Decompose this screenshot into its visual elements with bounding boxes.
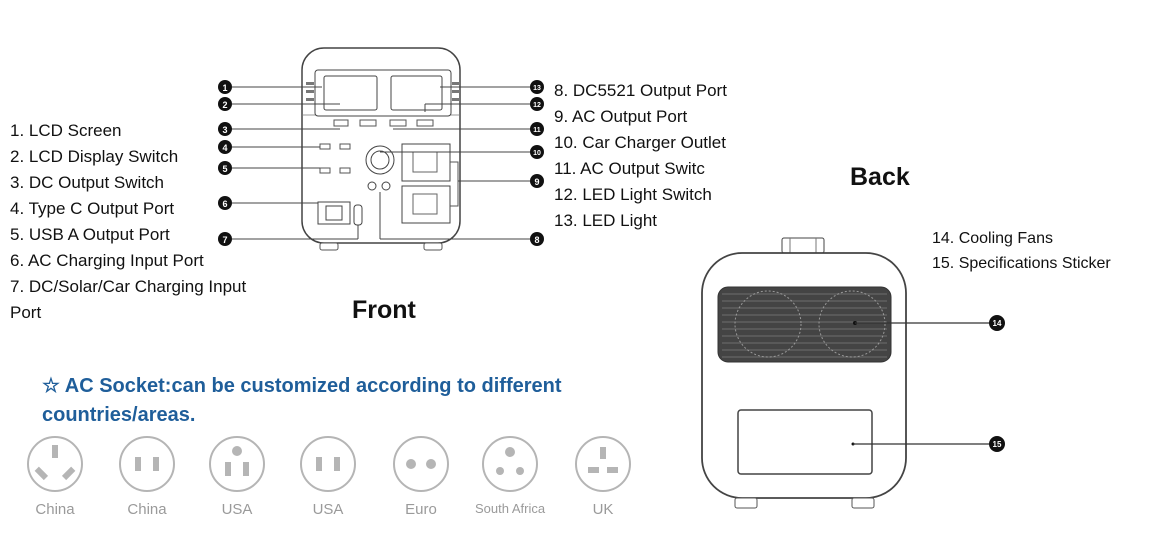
callout-7: 7 [218,232,232,246]
socket-china-flat-icon [119,436,175,492]
socket-label: USA [221,501,253,518]
socket-usa-grounded-icon [209,436,265,492]
label-ac-output-switch: 11. AC Output Switc [554,159,705,178]
label-ac-charging-input-port: 6. AC Charging Input Port [10,251,204,270]
svg-text:6: 6 [222,199,227,209]
back-title: Back [850,163,910,191]
label-dc-output-switch: 3. DC Output Switch [10,173,165,192]
front-labels-left: 1. LCD Screen 2. LCD Display Switch 3. D… [10,118,250,326]
callout-15: 15 [989,436,1005,452]
label-dc5521-output-port: 8. DC5521 Output Port [554,81,727,100]
svg-text:3: 3 [222,125,227,135]
svg-text:10: 10 [533,150,541,157]
label-specifications-sticker: 15. Specifications Sticker [932,255,1111,272]
front-title: Front [352,296,416,324]
socket-south-africa-icon [482,436,538,492]
socket-china-angled-icon [27,436,83,492]
label-lcd-display-switch: 2. LCD Display Switch [10,147,179,166]
front-callouts: 1 2 3 4 5 6 7 8 9 10 11 12 13 [218,80,544,246]
svg-text:11: 11 [533,127,541,134]
svg-text:9: 9 [534,177,539,187]
socket-item-usa-1: USA [202,435,272,518]
callout-13: 13 [530,80,544,94]
callout-10: 10 [530,145,544,159]
callout-1: 1 [218,80,232,94]
svg-text:2: 2 [222,100,227,110]
callout-4: 4 [218,140,232,154]
callout-9: 9 [530,174,544,188]
back-device-diagram: 14 15 [701,237,1005,509]
callout-14: 14 [989,315,1005,331]
socket-item-euro: Euro [386,435,456,518]
svg-text:15: 15 [993,440,1002,449]
star-icon: ☆ [42,375,60,397]
svg-text:8: 8 [534,235,539,245]
callout-3: 3 [218,122,232,136]
callout-5: 5 [218,161,232,175]
svg-text:12: 12 [533,102,541,109]
label-led-light: 13. LED Light [554,211,658,230]
svg-text:14: 14 [993,319,1002,328]
socket-item-uk: UK [568,435,638,518]
svg-text:1: 1 [222,83,227,93]
label-cooling-fans: 14. Cooling Fans [932,230,1053,247]
socket-uk-icon [575,436,631,492]
socket-item-south-africa: South Africa [475,435,545,516]
svg-text:5: 5 [222,164,227,174]
label-lcd-screen: 1. LCD Screen [10,121,122,140]
socket-label: China [35,501,75,518]
socket-label: UK [592,501,614,518]
back-labels: 14. Cooling Fans 15. Specifications Stic… [932,226,1111,276]
svg-text:4: 4 [222,143,227,153]
socket-euro-icon [393,436,449,492]
front-device-diagram [232,47,530,251]
svg-text:7: 7 [222,235,227,245]
label-car-charger-outlet: 10. Car Charger Outlet [554,133,726,152]
front-labels-right: 8. DC5521 Output Port 9. AC Output Port … [554,78,727,234]
label-ac-output-port: 9. AC Output Port [554,107,688,126]
socket-label: South Africa [475,501,546,516]
callout-11: 11 [530,122,544,136]
svg-text:13: 13 [533,85,541,92]
callout-8: 8 [530,232,544,246]
socket-label: China [127,501,167,518]
socket-item-china-2: China [112,435,182,518]
label-usb-a-output-port: 5. USB A Output Port [10,225,170,244]
label-dc-solar-car-charging-input-port: 7. DC/Solar/Car Charging Input Port [10,277,247,322]
label-led-light-switch: 12. LED Light Switch [554,185,712,204]
socket-item-china-1: China [20,435,90,518]
callout-6: 6 [218,196,232,210]
socket-label: Euro [405,501,437,518]
socket-label: USA [312,501,344,518]
socket-item-usa-2: USA [293,435,363,518]
label-type-c-output-port: 4. Type C Output Port [10,199,175,218]
callout-12: 12 [530,97,544,111]
socket-usa-flat-icon [300,436,356,492]
callout-2: 2 [218,97,232,111]
socket-note: ☆ AC Socket:can be customized according … [42,372,642,430]
socket-note-text: AC Socket:can be customized according to… [42,375,562,426]
